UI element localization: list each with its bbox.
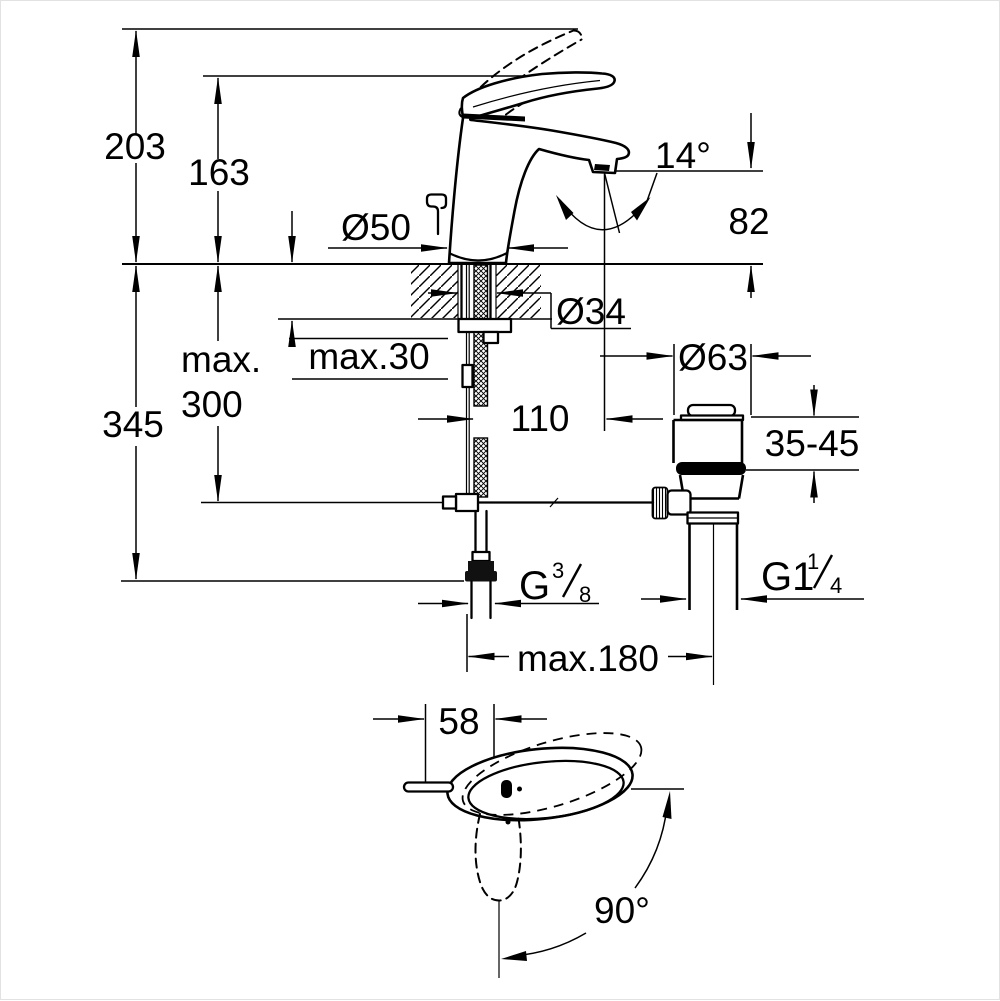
dim-label-handle-offset: 58	[438, 701, 479, 742]
lift-rod-knob	[425, 193, 448, 236]
top-view-body-outline	[446, 746, 634, 822]
leader-spout-angle	[603, 172, 621, 234]
dim-label-rod-below-deck-1: max.	[181, 339, 261, 380]
top-view-dot-bottom	[505, 819, 511, 825]
rod-coupling	[461, 363, 474, 389]
supply-thread-fraction-slash	[561, 563, 583, 598]
arc90-arrow-bottom	[501, 951, 527, 961]
hose-connector-nut	[465, 571, 497, 582]
dim-label-swivel-angle: 90°	[594, 890, 650, 931]
waste-seal	[676, 462, 746, 475]
dim-label-outlet-height: 82	[728, 201, 769, 242]
rod-clamp-screw	[441, 495, 458, 510]
mounting-nut-step	[482, 330, 500, 345]
dim-label-rod-travel: max.180	[517, 638, 659, 679]
countertop-section	[411, 265, 541, 318]
dim-label-waste-flange-diameter: Ø63	[678, 337, 748, 378]
angle-arcs	[501, 172, 672, 961]
waste-rod-connector	[666, 489, 692, 516]
hose-lower-section	[474, 509, 488, 554]
lever-inner-edge	[472, 79, 601, 108]
dim-label-lever-height: 163	[188, 152, 250, 193]
dim-label-install-depth: 345	[102, 404, 164, 445]
waste-upper-body	[672, 418, 744, 463]
top-view-lift-rod	[402, 781, 455, 793]
mounting-flange	[457, 317, 513, 334]
top-view	[402, 732, 643, 902]
top-view-swivel-dashed	[461, 732, 643, 816]
front-view-faucet	[425, 29, 631, 265]
rod-tee-block	[454, 492, 480, 513]
counter-hatch-left	[411, 265, 458, 318]
shank-and-hose	[441, 263, 655, 620]
arc14-arrow-right	[631, 197, 651, 221]
braided-hose-lower	[473, 437, 489, 498]
supply-pipe-end	[470, 580, 492, 620]
top-view-dot-right	[517, 786, 522, 792]
waste-knurled-nut	[651, 486, 669, 520]
counter-hole-edges	[457, 265, 497, 318]
arc90-arrow-top	[662, 791, 672, 819]
top-view-cartridge-pill	[501, 780, 512, 798]
dimension-labels: 203 163 345 max. 300 max.30 Ø50 Ø34 110 …	[102, 126, 859, 931]
top-view-spout-dashed	[474, 813, 522, 902]
hose-fitting-mid	[468, 561, 494, 571]
dimension-annotations	[121, 28, 864, 978]
hose-fitting-top	[471, 550, 491, 563]
dim-label-rod-below-deck-2: 300	[181, 384, 243, 425]
arc14-arrow-left	[556, 195, 574, 220]
arc14-leader	[646, 172, 658, 202]
dim-label-spout-reach: 110	[511, 398, 570, 439]
dim-label-overall-height: 203	[104, 126, 166, 167]
dim-label-supply-thread: G 3 8	[519, 558, 591, 608]
base-front-edge	[448, 252, 508, 262]
lever-joint-line	[463, 113, 525, 122]
pop-up-waste	[651, 403, 746, 610]
dim-label-spout-angle: 14°	[655, 135, 711, 176]
dim-label-waste-thread: G1 1 4	[761, 549, 842, 599]
leader-hole-diameter	[550, 293, 631, 330]
counter-hatch-right	[496, 265, 541, 318]
dim-label-basin-clamp-range: 35-45	[765, 423, 860, 464]
arc-swivel-upper	[634, 806, 668, 889]
top-view-lever-outline	[467, 759, 625, 821]
dimension-arrows	[132, 30, 864, 723]
rod-break-mark	[549, 497, 559, 508]
dim-label-base-diameter: Ø50	[341, 207, 411, 248]
mounting-shank	[460, 263, 492, 320]
aerator-slot	[594, 164, 610, 171]
waste-thread-fraction-slash	[812, 554, 834, 589]
dim-label-deck-thickness: max.30	[308, 336, 429, 377]
dim-label-hole-diameter: Ø34	[556, 291, 626, 332]
waste-tailpipe	[688, 523, 739, 610]
